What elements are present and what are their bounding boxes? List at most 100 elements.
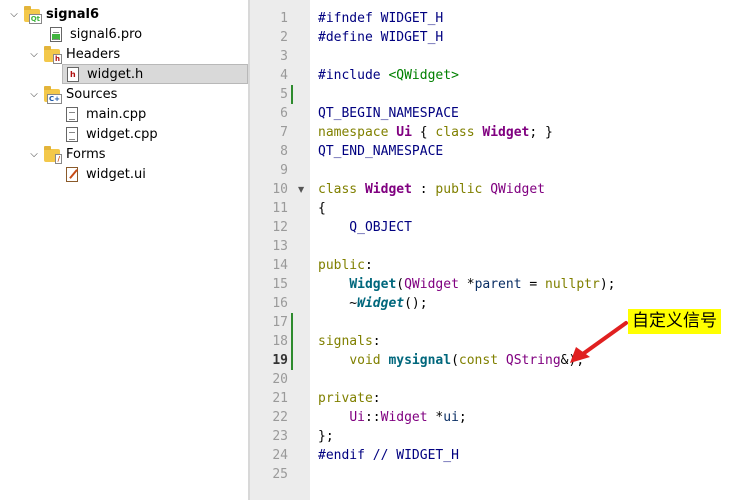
code-token: Widget <box>364 182 412 197</box>
line-number: 22 <box>272 410 288 425</box>
code-token: ; } <box>529 125 553 140</box>
code-token: ( <box>396 277 405 292</box>
line-number: 4 <box>280 68 288 83</box>
code-line[interactable]: namespace Ui { class Widget; } <box>318 123 553 142</box>
code-token: Widget <box>349 277 397 292</box>
code-token: QWidget <box>490 182 546 197</box>
code-token: namespace <box>318 125 397 140</box>
code-token: class <box>318 182 365 197</box>
line-number: 24 <box>272 448 288 463</box>
code-line[interactable]: Ui::Widget *ui; <box>318 408 466 427</box>
code-editor[interactable] <box>310 0 751 500</box>
code-token: void <box>349 353 389 368</box>
line-number: 5 <box>280 87 288 102</box>
code-token <box>318 353 349 368</box>
code-token: Widget <box>380 410 428 425</box>
line-number: 16 <box>272 296 288 311</box>
code-token: * <box>458 277 475 292</box>
line-number: 8 <box>280 144 288 159</box>
code-line[interactable]: #endif // WIDGET_H <box>318 446 459 465</box>
code-line[interactable]: #define WIDGET_H <box>318 28 443 47</box>
tree-item-main-cpp[interactable]: main.cpp <box>64 104 244 124</box>
line-number: 23 <box>272 429 288 444</box>
line-number-gutter <box>250 0 310 500</box>
code-line[interactable]: QT_END_NAMESPACE <box>318 142 443 161</box>
line-number: 7 <box>280 125 288 140</box>
modified-line-marker <box>291 313 293 370</box>
line-number: 11 <box>272 201 288 216</box>
project-tree: ⌵ Qt signal6 signal6.pro ⌵ h Headers h w… <box>0 0 248 500</box>
code-token: ~ <box>318 296 358 311</box>
line-number: 17 <box>272 315 288 330</box>
code-line[interactable]: signals: <box>318 332 381 351</box>
tree-item-label: widget.ui <box>86 166 146 182</box>
code-token: #endif <box>318 448 373 463</box>
code-token: :: <box>364 410 381 425</box>
tree-item-label: Forms <box>66 146 106 162</box>
code-line[interactable]: }; <box>318 427 334 446</box>
sources-folder-icon: C+ <box>44 85 62 104</box>
code-token: * <box>427 410 444 425</box>
fold-arrow-icon[interactable]: ▼ <box>298 185 305 194</box>
line-number: 2 <box>280 30 288 45</box>
tree-item-label: Sources <box>66 86 118 102</box>
line-number: 19 <box>272 353 288 368</box>
code-token: : <box>411 182 436 197</box>
tree-item-headers[interactable]: ⌵ h Headers <box>28 44 244 64</box>
code-token: : <box>364 258 373 273</box>
chevron-down-icon[interactable]: ⌵ <box>30 48 38 60</box>
code-token: { <box>411 125 436 140</box>
tree-item-label: signal6.pro <box>70 26 143 42</box>
splitter-handle[interactable] <box>248 0 250 500</box>
source-file-icon <box>66 106 78 122</box>
code-line[interactable]: ~Widget(); <box>318 294 428 313</box>
code-token: QT_BEGIN_NAMESPACE <box>318 106 459 121</box>
code-token: public <box>318 258 365 273</box>
code-token: private <box>318 391 373 406</box>
code-token: ui <box>443 410 459 425</box>
code-token: signals <box>318 334 373 349</box>
code-line[interactable]: QT_BEGIN_NAMESPACE <box>318 104 459 123</box>
tree-item-widget-ui[interactable]: widget.ui <box>64 164 244 184</box>
line-number: 21 <box>272 391 288 406</box>
line-number: 15 <box>272 277 288 292</box>
tree-item-label: main.cpp <box>86 106 147 122</box>
chevron-down-icon[interactable]: ⌵ <box>10 8 18 20</box>
code-token: public <box>435 182 491 197</box>
code-token: = <box>521 277 546 292</box>
code-token: Widget <box>482 125 530 140</box>
code-token: (); <box>404 296 428 311</box>
code-line[interactable]: Q_OBJECT <box>318 218 412 237</box>
header-file-icon: h <box>67 66 79 82</box>
code-token: #define WIDGET_H <box>318 30 444 45</box>
code-line[interactable]: Widget(QWidget *parent = nullptr); <box>318 275 615 294</box>
tree-item-project-signal6[interactable]: ⌵ Qt signal6 <box>8 4 244 24</box>
code-line[interactable]: public: <box>318 256 373 275</box>
tree-item-widget-cpp[interactable]: widget.cpp <box>64 124 244 144</box>
code-token: Ui <box>396 125 412 140</box>
code-line[interactable]: private: <box>318 389 381 408</box>
code-line[interactable]: #ifndef WIDGET_H <box>318 9 443 28</box>
line-number: 9 <box>280 163 288 178</box>
code-token: nullptr <box>545 277 600 292</box>
tree-item-widget-h[interactable]: h widget.h <box>62 64 248 84</box>
chevron-down-icon[interactable]: ⌵ <box>30 148 38 160</box>
line-number: 20 <box>272 372 288 387</box>
chevron-down-icon[interactable]: ⌵ <box>30 88 38 100</box>
code-line[interactable]: void mysignal(const QString&); <box>318 351 584 370</box>
code-token: class <box>435 125 483 140</box>
tree-item-signal6-pro[interactable]: signal6.pro <box>48 24 244 44</box>
tree-item-sources[interactable]: ⌵ C+ Sources <box>28 84 244 104</box>
code-line[interactable]: class Widget : public QWidget <box>318 180 545 199</box>
project-name: signal6 <box>46 6 100 22</box>
code-token: mysignal <box>388 353 452 368</box>
code-line[interactable]: { <box>318 199 326 218</box>
tree-item-label: widget.cpp <box>86 126 158 142</box>
tree-item-forms[interactable]: ⌵ / Forms <box>28 144 244 164</box>
qt-project-folder-icon: Qt <box>24 5 42 24</box>
annotation-callout: 自定义信号 <box>628 309 721 334</box>
code-token: QWidget <box>404 277 459 292</box>
tree-item-label: Headers <box>66 46 121 62</box>
code-line[interactable]: #include <QWidget> <box>318 66 459 85</box>
code-token: QString <box>505 353 561 368</box>
